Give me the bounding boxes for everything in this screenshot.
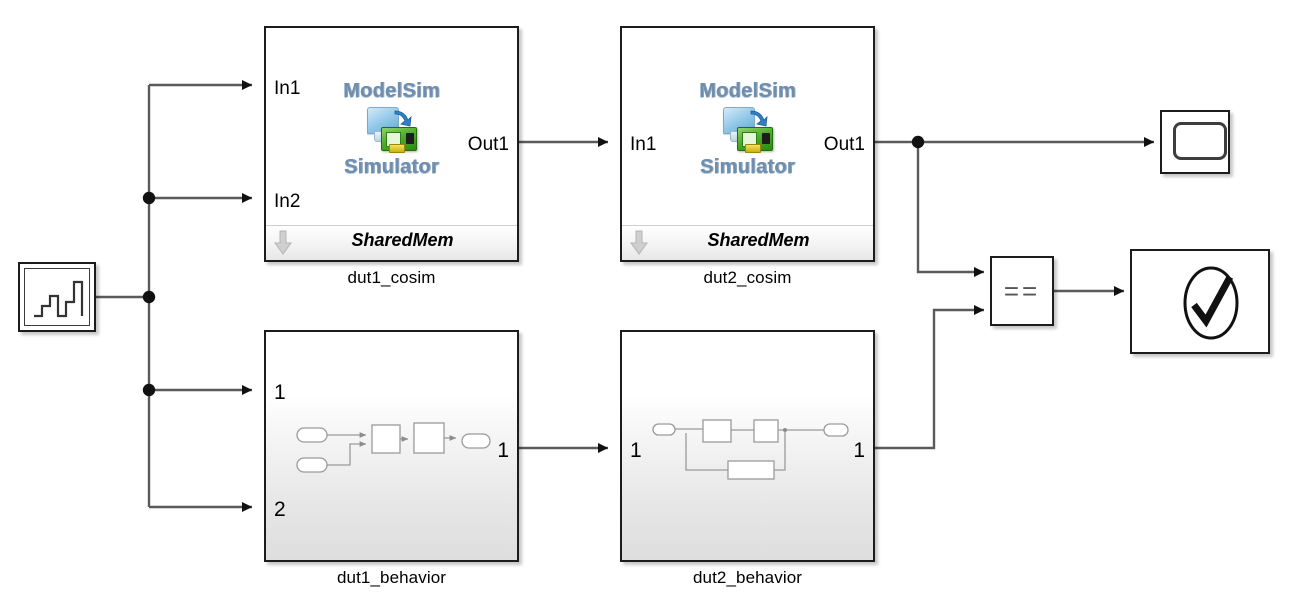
down-arrow-icon	[274, 230, 292, 255]
modelsim-transfer-arrow-icon	[394, 110, 412, 127]
dut2-cosim-name-label: dut2_cosim	[703, 268, 792, 287]
dut1-cosim-name-label: dut1_cosim	[347, 268, 436, 287]
modelsim-chip-icon	[736, 127, 773, 151]
down-arrow-icon	[630, 230, 648, 255]
modelsim-logo-top-text: ModelSim	[343, 80, 440, 102]
dut1-behavior-in1-label: 1	[274, 381, 286, 404]
dut1-behavior-out1-label: 1	[497, 439, 509, 462]
dut1-cosim-in1-label: In1	[274, 78, 301, 99]
signal-junction-dot	[142, 383, 156, 397]
scope-block[interactable]	[1160, 110, 1230, 174]
modelsim-cosim-icon	[721, 106, 775, 154]
dut1-subsystem-thumbnail	[296, 422, 491, 473]
modelsim-logo: ModelSim Simulator	[266, 80, 517, 179]
dut1-sharedmem-bar: SharedMem	[266, 225, 517, 260]
dut1-cosim-block[interactable]: In1 In2 Out1 ModelSim Simulator SharedMe…	[264, 26, 519, 262]
signal-junction-dot	[911, 135, 925, 149]
source-inner-frame	[24, 268, 90, 326]
dut2-behavior-out1-label: 1	[853, 439, 865, 462]
modelsim-logo: ModelSim Simulator	[622, 80, 873, 179]
modelsim-chip-tab	[388, 144, 405, 153]
dut2-sharedmem-bar: SharedMem	[622, 225, 873, 260]
assertion-block[interactable]	[1130, 249, 1270, 354]
signal-junction-dot	[142, 191, 156, 205]
dut2-behavior-name-label: dut2_behavior	[692, 568, 803, 587]
modelsim-logo-bottom-text: Simulator	[700, 156, 795, 178]
dut2-behavior-in1-label: 1	[630, 439, 642, 462]
dut2-cosim-in1-label: In1	[630, 134, 657, 155]
signal-junction-dot	[142, 290, 156, 304]
dut2-cosim-block[interactable]: In1 Out1 ModelSim Simulator SharedMem	[620, 26, 875, 262]
dut1-behavior-in2-label: 2	[274, 498, 286, 521]
dut2-sharedmem-label: SharedMem	[707, 230, 810, 250]
dut1-sharedmem-label: SharedMem	[351, 230, 454, 250]
dut1-cosim-out1-label: Out1	[467, 134, 509, 155]
modelsim-chip-tab	[744, 144, 761, 153]
modelsim-transfer-arrow-icon	[750, 110, 768, 127]
modelsim-logo-top-text: ModelSim	[699, 80, 796, 102]
dut1-behavior-block[interactable]: 1 2 1	[264, 330, 519, 562]
equality-operator-label: ==	[1003, 276, 1041, 306]
scope-screen-icon	[1173, 122, 1227, 160]
modelsim-cosim-icon	[365, 106, 419, 154]
dut1-behavior-name-label: dut1_behavior	[336, 568, 447, 587]
dut1-cosim-in2-label: In2	[274, 191, 301, 212]
dut2-cosim-out1-label: Out1	[823, 134, 865, 155]
modelsim-logo-bottom-text: Simulator	[344, 156, 439, 178]
dut2-subsystem-thumbnail	[652, 419, 849, 480]
signal-source-block[interactable]	[18, 262, 96, 332]
equality-compare-block[interactable]: ==	[990, 256, 1054, 326]
dut2-behavior-block[interactable]: 1 1	[620, 330, 875, 562]
assertion-check-icon	[1183, 266, 1239, 340]
